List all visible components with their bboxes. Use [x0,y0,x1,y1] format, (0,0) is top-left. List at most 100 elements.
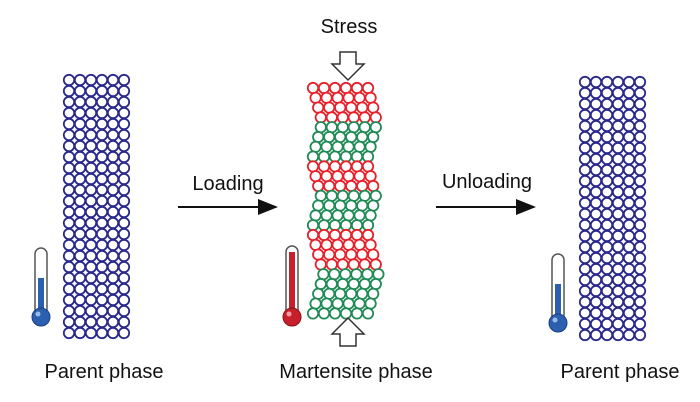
parent-atom [95,216,109,230]
parent-atom [600,273,614,287]
parent-atom [578,273,592,287]
parent-atom [84,117,98,131]
parent-atom [622,86,636,100]
martensite-atom [334,179,347,193]
parent-atom [611,196,625,210]
parent-atom [62,304,76,318]
martensite-atom [361,268,374,281]
martensite-phase-label: Martensite phase [279,361,432,383]
parent-atom [600,284,614,298]
martensite-atom [325,189,338,202]
parent-atom [84,326,98,340]
martensite-atom [306,219,320,232]
parent-atom [84,84,98,98]
parent-atom [611,240,625,254]
parent-atom [84,205,98,219]
parent-atom [611,229,625,243]
parent-atom [73,139,87,153]
parent-atom [578,75,592,89]
parent-atom [73,304,87,318]
parent-atom [611,174,625,188]
martensite-atom [345,130,358,144]
parent-atom [95,194,109,208]
martensite-atom [364,297,377,310]
parent-atom [106,304,120,318]
parent-atom [578,328,592,342]
martensite-atom [353,297,366,310]
martensite-atom [369,258,382,271]
parent-atom [62,282,76,296]
parent-atom [611,75,625,89]
parent-atom [73,73,87,87]
martensite-atom [353,91,366,104]
martensite-atom [369,277,382,291]
martensite-atom [320,209,333,222]
parent-atom [73,249,87,263]
martensite-atom [317,228,331,242]
parent-atom [633,75,647,89]
martensite-atom [361,307,375,320]
martensite-atom [336,277,349,291]
parent-atom [73,84,87,98]
martensite-atom [347,121,360,134]
parent-atom [95,73,109,87]
parent-atom [600,163,614,177]
martensite-atom [350,160,364,173]
martensite-atom [347,277,360,291]
parent-atom [600,295,614,309]
martensite-atom [314,258,327,271]
parent-atom [73,172,87,186]
parent-atom [106,95,120,109]
parent-phase-lattice-left [62,73,131,340]
thermometer-icon-left [31,247,51,327]
parent-atom [600,75,614,89]
parent-atom [578,152,592,166]
parent-atom [589,284,603,298]
parent-atom [117,271,131,285]
parent-atom [117,183,131,197]
martensite-atom [323,248,336,261]
parent-atom [578,284,592,298]
parent-atom [589,163,603,177]
parent-atom [622,273,636,287]
parent-atom [106,282,120,296]
parent-atom [95,238,109,252]
parent-atom [622,75,636,89]
stress-label: Stress [321,16,378,38]
martensite-atom [367,101,380,114]
parent-atom [600,306,614,320]
parent-atom [84,260,98,274]
martensite-atom [306,307,320,320]
parent-atom [62,84,76,98]
parent-atom [633,218,647,232]
martensite-atom [334,101,347,114]
parent-atom [62,150,76,164]
martensite-atom [367,130,380,144]
martensite-atom [369,189,382,202]
parent-atom [633,284,647,298]
parent-atom [62,315,76,329]
martensite-atom [339,268,352,281]
parent-atom [106,183,120,197]
parent-atom [62,161,76,175]
parent-atom [106,172,120,186]
martensite-atom [331,297,344,310]
parent-atom [73,183,87,197]
parent-atom [62,194,76,208]
martensite-atom [314,121,327,134]
parent-atom [73,293,87,307]
martensite-atom [309,91,322,104]
parent-atom [611,86,625,100]
parent-atom [84,194,98,208]
parent-atom [611,152,625,166]
parent-atom [622,262,636,276]
parent-atom [622,306,636,320]
martensite-atom [309,238,322,251]
parent-atom [117,238,131,252]
parent-atom [95,315,109,329]
parent-atom [106,117,120,131]
parent-atom [589,262,603,276]
parent-atom [622,196,636,210]
parent-atom [589,119,603,133]
parent-atom [578,141,592,155]
